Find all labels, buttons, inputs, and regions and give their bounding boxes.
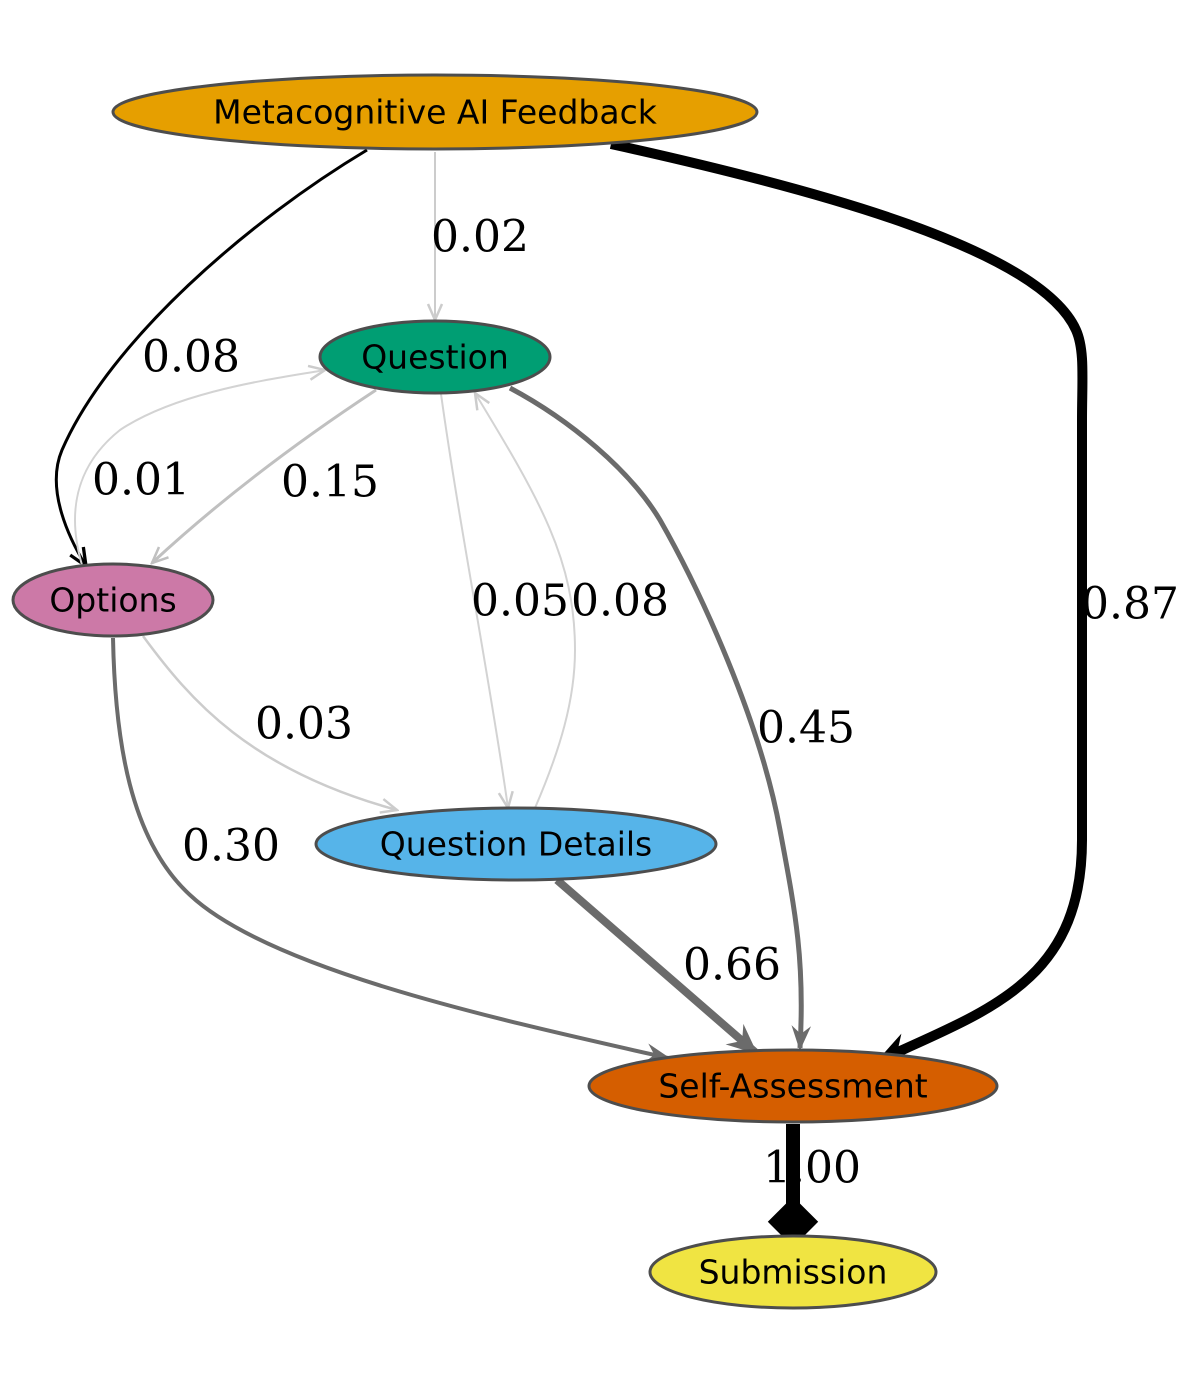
edge-question-to-self-assessment [508,385,812,1051]
edge-question-details-to-question [475,393,577,809]
edge-label-self-assessment-to-submission: 1.00 [763,1143,861,1194]
edge-question-to-question-details [440,393,508,808]
edge-label-feedback-to-options: 0.08 [142,332,240,383]
edge-label-question-to-self-assessment: 0.45 [757,703,855,754]
edge-label-options-to-question-details: 0.03 [255,699,353,750]
edge-label-question-to-options: 0.15 [281,457,379,508]
node-label: Self-Assessment [658,1067,927,1106]
edge-options-to-question [74,370,325,566]
node-question: Question [318,319,552,395]
edge-label-feedback-to-question: 0.02 [431,212,529,263]
node-label: Options [49,581,176,620]
node-ellipse [111,73,759,151]
node-ellipse [587,1048,999,1124]
edge-label-question-details-to-self-assessment: 0.66 [683,940,781,991]
edge-question-details-to-self-assessment [554,876,758,1056]
edge-label-feedback-to-self-assessment: 0.87 [1081,579,1179,630]
edge-label-options-to-self-assessment: 0.30 [182,821,280,872]
node-label: Submission [699,1253,888,1292]
node-options: Options [11,562,215,638]
edge-label-options-to-question: 0.01 [92,455,190,506]
node-metacognitive-ai-feedback: Metacognitive AI Feedback [111,73,759,151]
edge-options-to-self-assessment [111,637,671,1063]
edge-feedback-to-self-assessment [609,139,1088,1065]
edge-label-question-details-to-question: 0.08 [571,576,669,627]
node-ellipse [318,319,552,395]
edge-options-to-question-details [141,635,397,810]
node-label: Question [361,338,509,377]
node-ellipse [11,562,215,638]
node-self-assessment: Self-Assessment [587,1048,999,1124]
node-ellipse [314,806,718,882]
node-question-details: Question Details [314,806,718,882]
edge-question-to-options [152,388,377,563]
node-submission: Submission [648,1234,938,1310]
node-label: Question Details [380,825,653,864]
edge-label-question-to-question-details: 0.05 [471,576,569,627]
edge-feedback-to-options [54,148,368,566]
node-ellipse [648,1234,938,1310]
node-label: Metacognitive AI Feedback [213,93,658,132]
